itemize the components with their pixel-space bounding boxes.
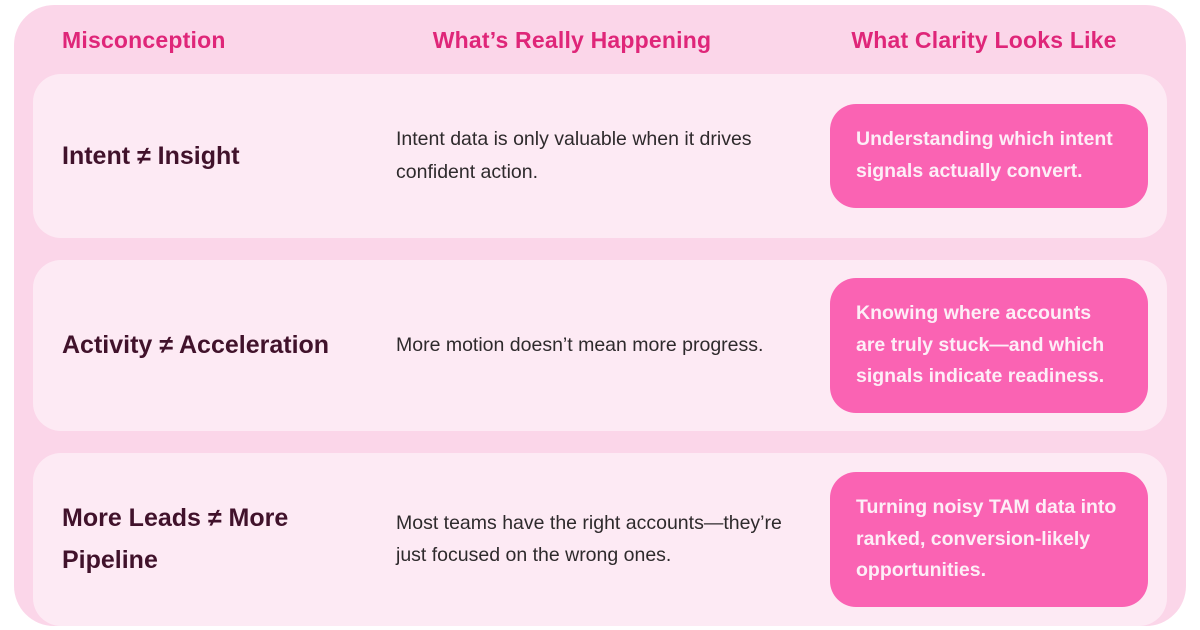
reality-text: Most teams have the right accounts—they’…	[396, 511, 782, 567]
comparison-table-container: Misconception What’s Really Happening Wh…	[14, 5, 1186, 626]
clarity-bubble: Knowing where accounts are truly stuck—a…	[830, 278, 1148, 413]
clarity-bubble: Turning noisy TAM data into ranked, conv…	[830, 472, 1148, 607]
table-row: Activity ≠ Acceleration More motion does…	[33, 260, 1167, 431]
table-row: Intent ≠ Insight Intent data is only val…	[33, 74, 1167, 238]
table-row: More Leads ≠ More Pipeline Most teams ha…	[33, 452, 1167, 626]
header-what-clarity-looks-like: What Clarity Looks Like	[851, 27, 1117, 53]
misconception-title: More Leads ≠ More Pipeline	[62, 504, 289, 575]
reality-text: Intent data is only valuable when it dri…	[396, 128, 752, 183]
header-whats-really-happening: What’s Really Happening	[432, 27, 712, 53]
reality-text: More motion doesn’t mean more progress.	[396, 333, 764, 356]
misconception-title: Intent ≠ Insight	[62, 142, 240, 170]
misconception-title: Activity ≠ Acceleration	[62, 331, 330, 360]
table-header-row: Misconception What’s Really Happening Wh…	[33, 5, 1167, 74]
clarity-bubble: Understanding which intent signals actua…	[830, 104, 1148, 208]
header-misconception: Misconception	[62, 27, 226, 53]
